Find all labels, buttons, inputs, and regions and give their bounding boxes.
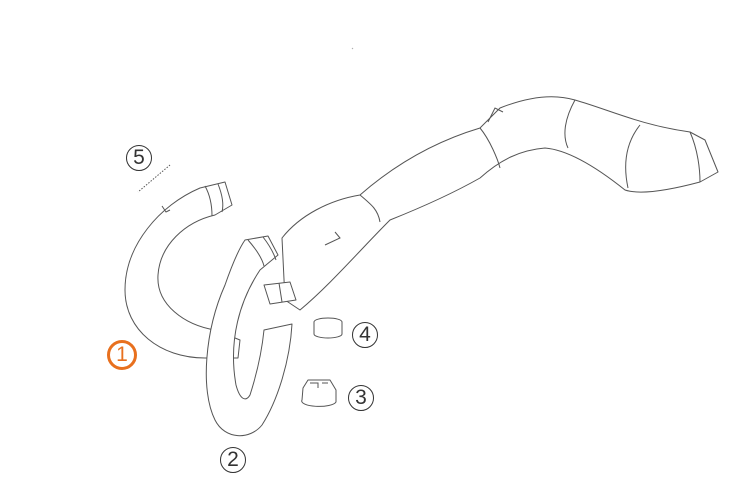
pipe-clamp (263, 281, 297, 305)
sleeve[interactable] (313, 317, 343, 339)
callout-2[interactable]: 2 (220, 447, 246, 473)
speck (351, 47, 354, 50)
callout-1[interactable]: 1 (107, 340, 137, 370)
main-pipe (281, 96, 719, 311)
callout-4[interactable]: 4 (352, 322, 378, 348)
spring[interactable] (136, 163, 172, 194)
clamp[interactable] (301, 379, 337, 407)
callout-5[interactable]: 5 (126, 145, 152, 171)
callout-3[interactable]: 3 (348, 385, 374, 411)
header-pipe-2[interactable] (205, 235, 293, 437)
header-pipe-1[interactable] (124, 181, 241, 359)
